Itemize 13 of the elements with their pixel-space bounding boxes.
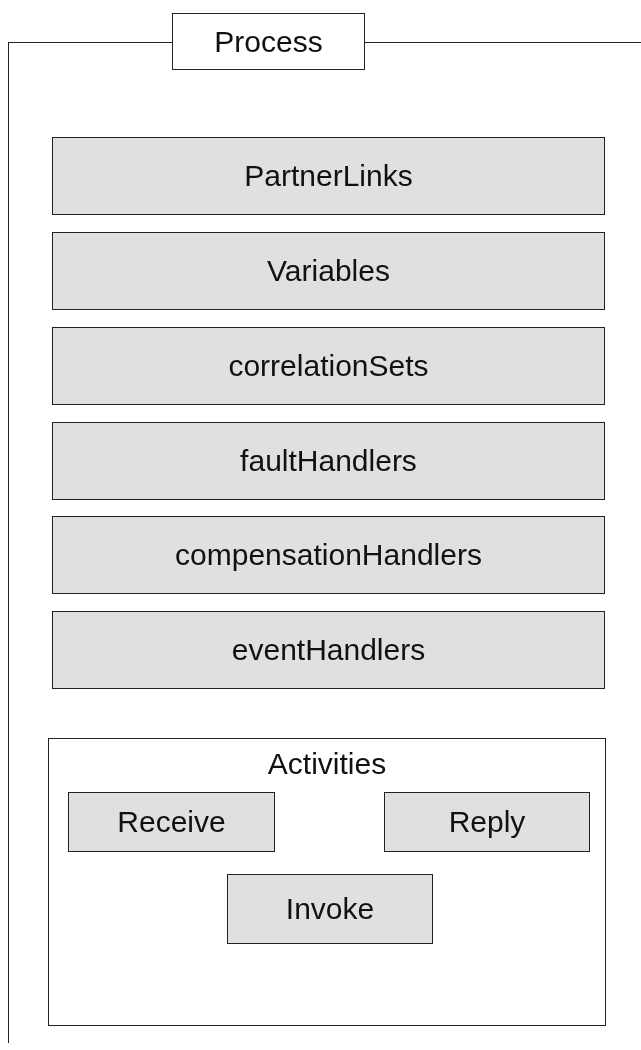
element-box: Variables [52,232,605,310]
element-box: Invoke [227,874,433,944]
element-box: faultHandlers [52,422,605,500]
element-box: Reply [384,792,590,852]
group-box [48,738,606,1026]
element-box: Receive [68,792,275,852]
element-box: compensationHandlers [52,516,605,594]
element-box: PartnerLinks [52,137,605,215]
group-title: Activities [266,747,388,781]
container-frame [8,13,641,1043]
element-box: eventHandlers [52,611,605,689]
frame-title: Process [172,13,365,70]
element-box: correlationSets [52,327,605,405]
